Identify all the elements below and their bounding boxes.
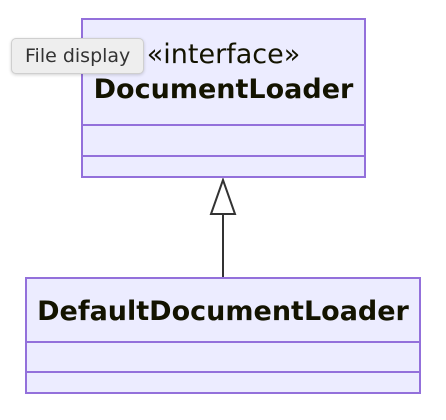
realization-arrowhead — [209, 176, 237, 215]
implementing-class-header: DefaultDocumentLoader — [27, 279, 419, 343]
attributes-divider — [83, 124, 364, 126]
interface-class-name: DocumentLoader — [93, 74, 354, 105]
methods-divider — [27, 371, 419, 373]
implementing-class-name: DefaultDocumentLoader — [37, 295, 409, 327]
implementing-class-box[interactable]: DefaultDocumentLoader — [25, 277, 421, 394]
interface-stereotype: «interface» — [146, 39, 301, 70]
interface-class-header: «interface» DocumentLoader — [83, 20, 364, 126]
attributes-divider — [27, 341, 419, 343]
methods-divider — [83, 155, 364, 157]
file-display-tooltip: File display — [11, 38, 145, 74]
